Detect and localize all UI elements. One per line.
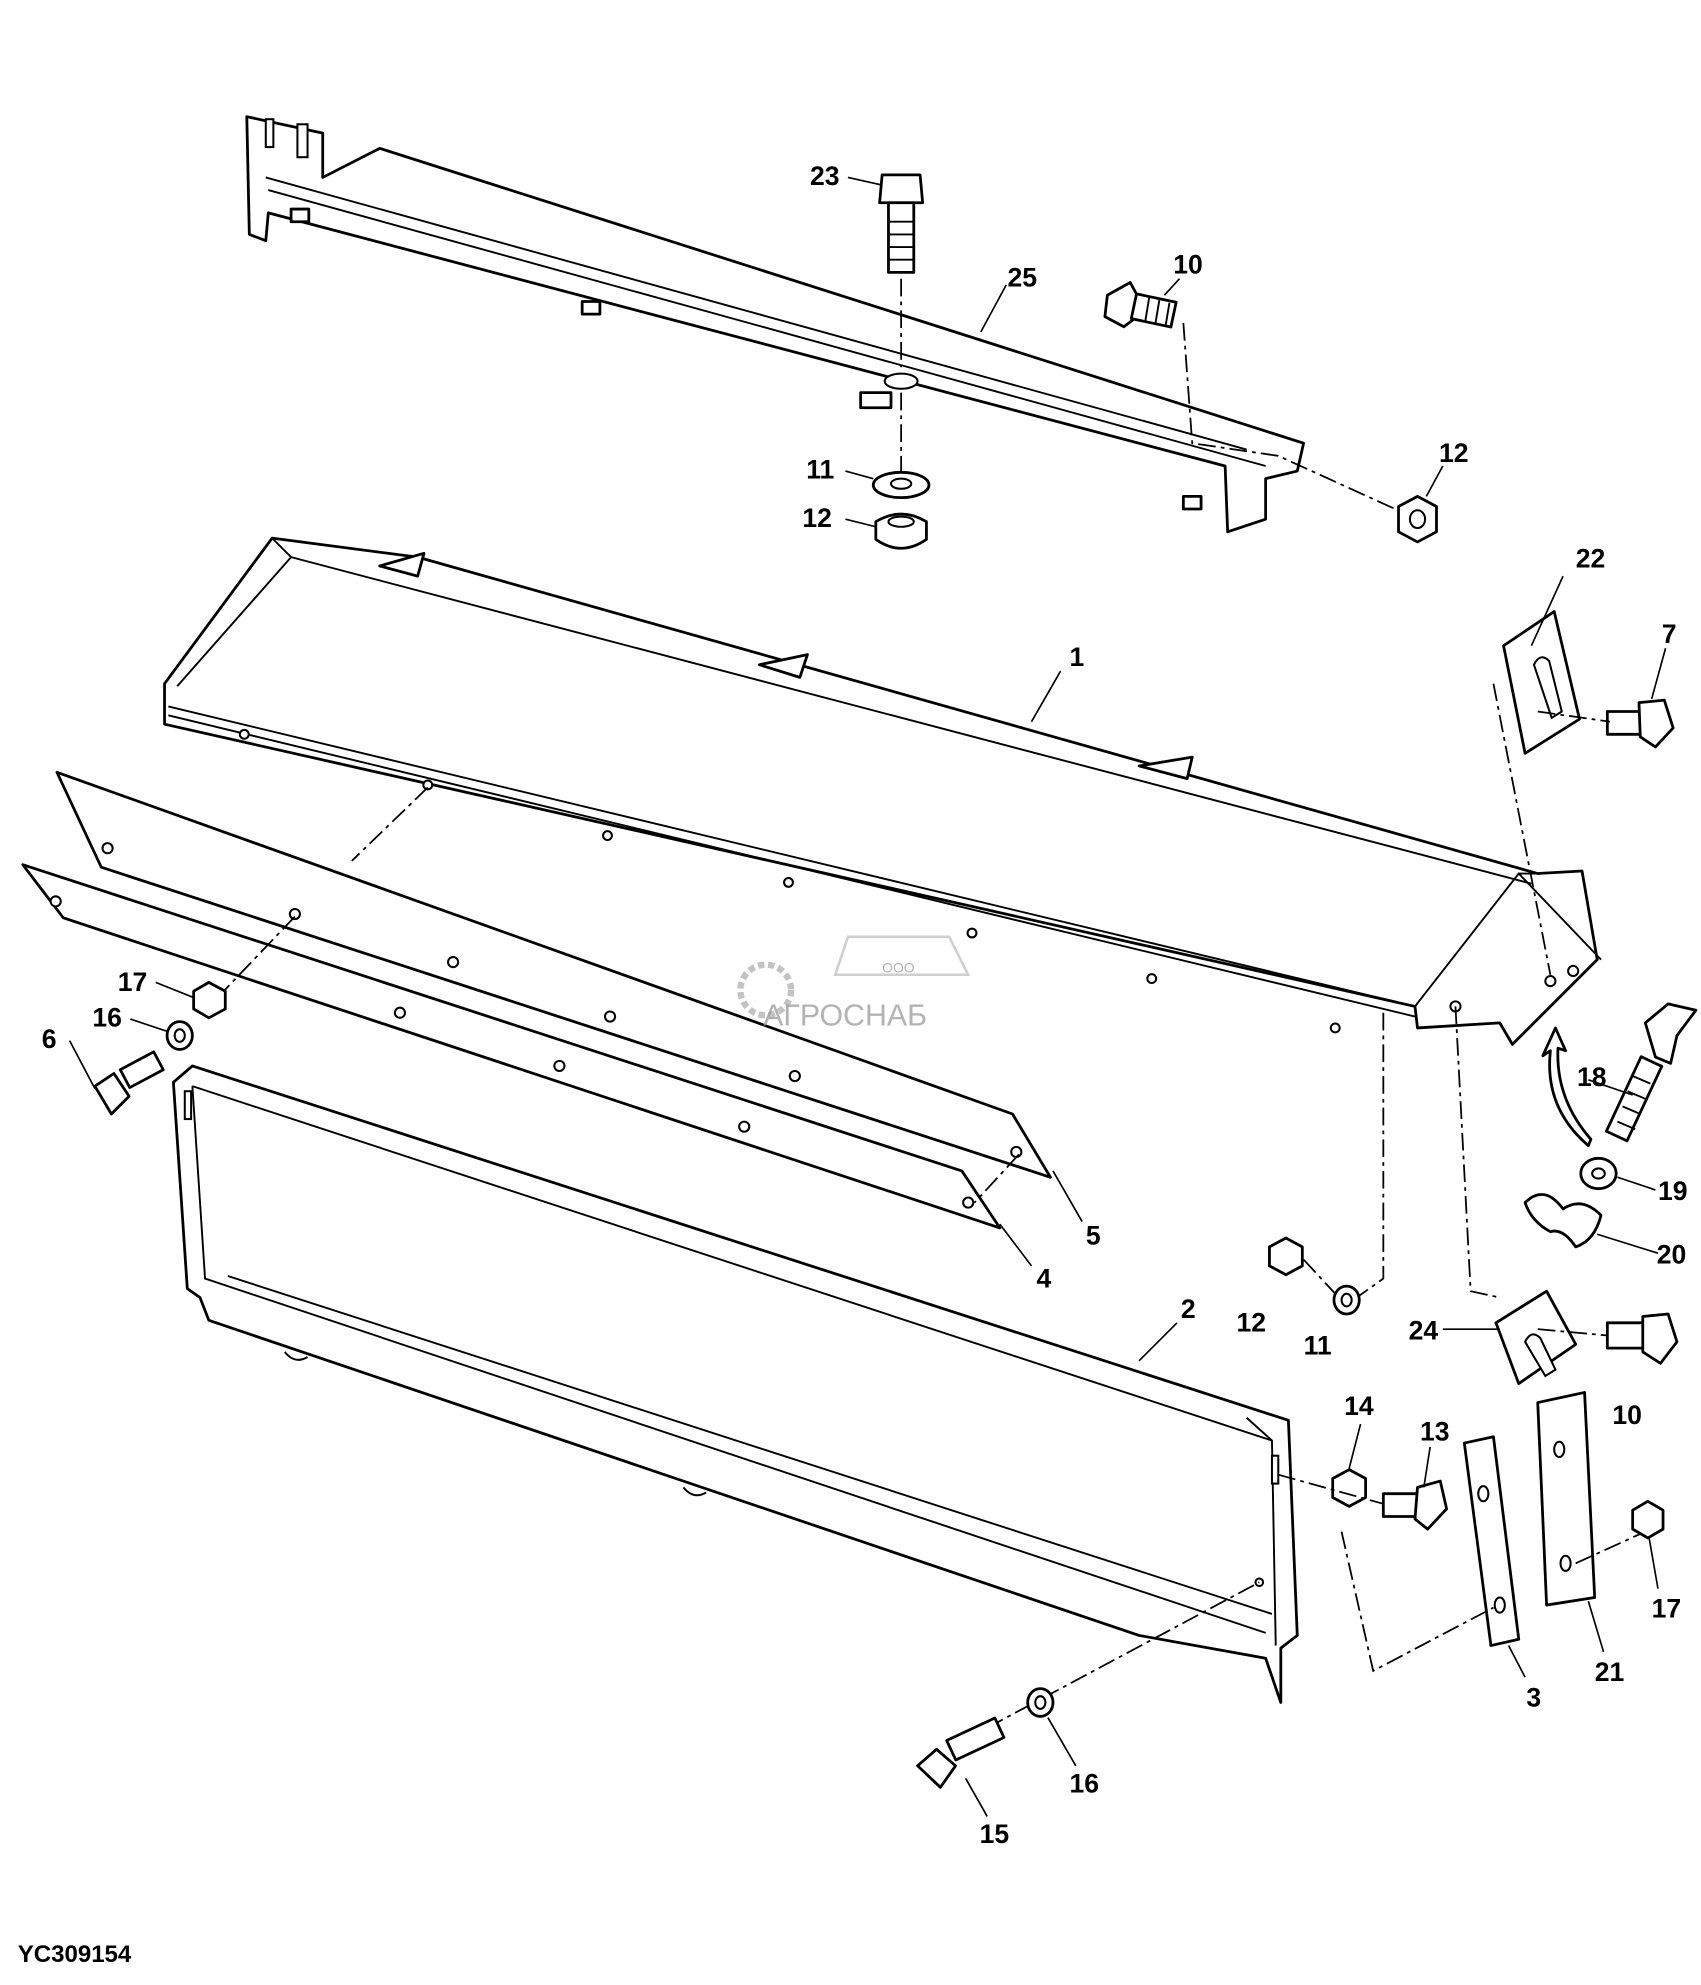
callouts: 23 25 10 11 12 12 22 7 1 17 16 6 5 4 18 …	[42, 161, 1688, 1849]
part-25-channel	[245, 115, 1305, 534]
part-1-trough	[163, 536, 1602, 1046]
washer-11-top	[871, 470, 931, 500]
callout-14: 14	[1344, 1391, 1374, 1421]
washer-16-bottom	[1026, 1687, 1055, 1718]
washer-16-left	[165, 1020, 194, 1051]
nut-12-top	[874, 512, 928, 550]
callout-5: 5	[1086, 1220, 1101, 1250]
callout-12: 12	[802, 503, 832, 533]
watermark-logo: ООО АГРОСНАБ	[737, 935, 971, 1032]
washer-11-lower	[1332, 1284, 1361, 1316]
callout-20: 20	[1657, 1239, 1687, 1269]
plate-21	[1536, 1391, 1597, 1607]
callout-2: 2	[1181, 1294, 1196, 1324]
nut-17-left	[192, 980, 227, 1020]
callout-17: 17	[1652, 1594, 1682, 1624]
callout-4: 4	[1037, 1263, 1052, 1293]
bolt-6	[93, 1050, 165, 1116]
callout-13: 13	[1420, 1417, 1450, 1447]
part-2-panel	[171, 1064, 1299, 1704]
callout-6: 6	[42, 1024, 57, 1054]
washer-19	[1579, 1156, 1618, 1191]
callout-16: 16	[1069, 1768, 1099, 1798]
callout-19: 19	[1658, 1176, 1688, 1206]
plate-24	[1494, 1289, 1578, 1385]
callout-23: 23	[810, 161, 840, 191]
callout-18: 18	[1577, 1062, 1607, 1092]
callout-10: 10	[1173, 250, 1203, 280]
callout-1: 1	[1069, 642, 1084, 672]
callout-10: 10	[1612, 1400, 1642, 1430]
callout-24: 24	[1409, 1315, 1439, 1345]
callout-21: 21	[1595, 1657, 1625, 1687]
callout-11: 11	[1304, 1330, 1332, 1360]
bolt-13	[1381, 1479, 1449, 1531]
callout-22: 22	[1576, 543, 1606, 573]
bolt-15	[916, 1716, 1006, 1789]
callout-12: 12	[1237, 1308, 1267, 1338]
leader-lines	[68, 176, 1667, 1817]
handle-18	[1604, 1002, 1698, 1143]
figure-code: YC309154	[18, 1941, 132, 1968]
plate-3	[1462, 1435, 1521, 1647]
bolt-10-top	[1103, 281, 1178, 329]
callout-12: 12	[1439, 438, 1469, 468]
callout-25: 25	[1007, 262, 1037, 292]
watermark-name: АГРОСНАБ	[763, 999, 927, 1032]
callout-3: 3	[1526, 1682, 1541, 1712]
bolt-10-lower	[1605, 1312, 1679, 1365]
wing-nut-20	[1523, 1193, 1603, 1249]
callout-11: 11	[806, 455, 834, 485]
bolt-7	[1605, 698, 1675, 749]
part-5-strip	[55, 770, 1052, 1179]
callout-17: 17	[118, 967, 148, 997]
nut-17-right	[1631, 1499, 1665, 1540]
callout-15: 15	[980, 1819, 1010, 1849]
trough-holes	[238, 728, 1580, 1034]
nut-14	[1331, 1468, 1368, 1508]
nut-12-right	[1397, 494, 1438, 544]
nut-12-lower	[1268, 1236, 1304, 1277]
plate-22	[1502, 610, 1581, 755]
bolt-23	[878, 173, 925, 274]
callout-16: 16	[92, 1003, 122, 1033]
watermark-prefix: ООО	[882, 959, 915, 975]
part-4-strip	[21, 863, 1002, 1230]
callout-7: 7	[1662, 619, 1677, 649]
